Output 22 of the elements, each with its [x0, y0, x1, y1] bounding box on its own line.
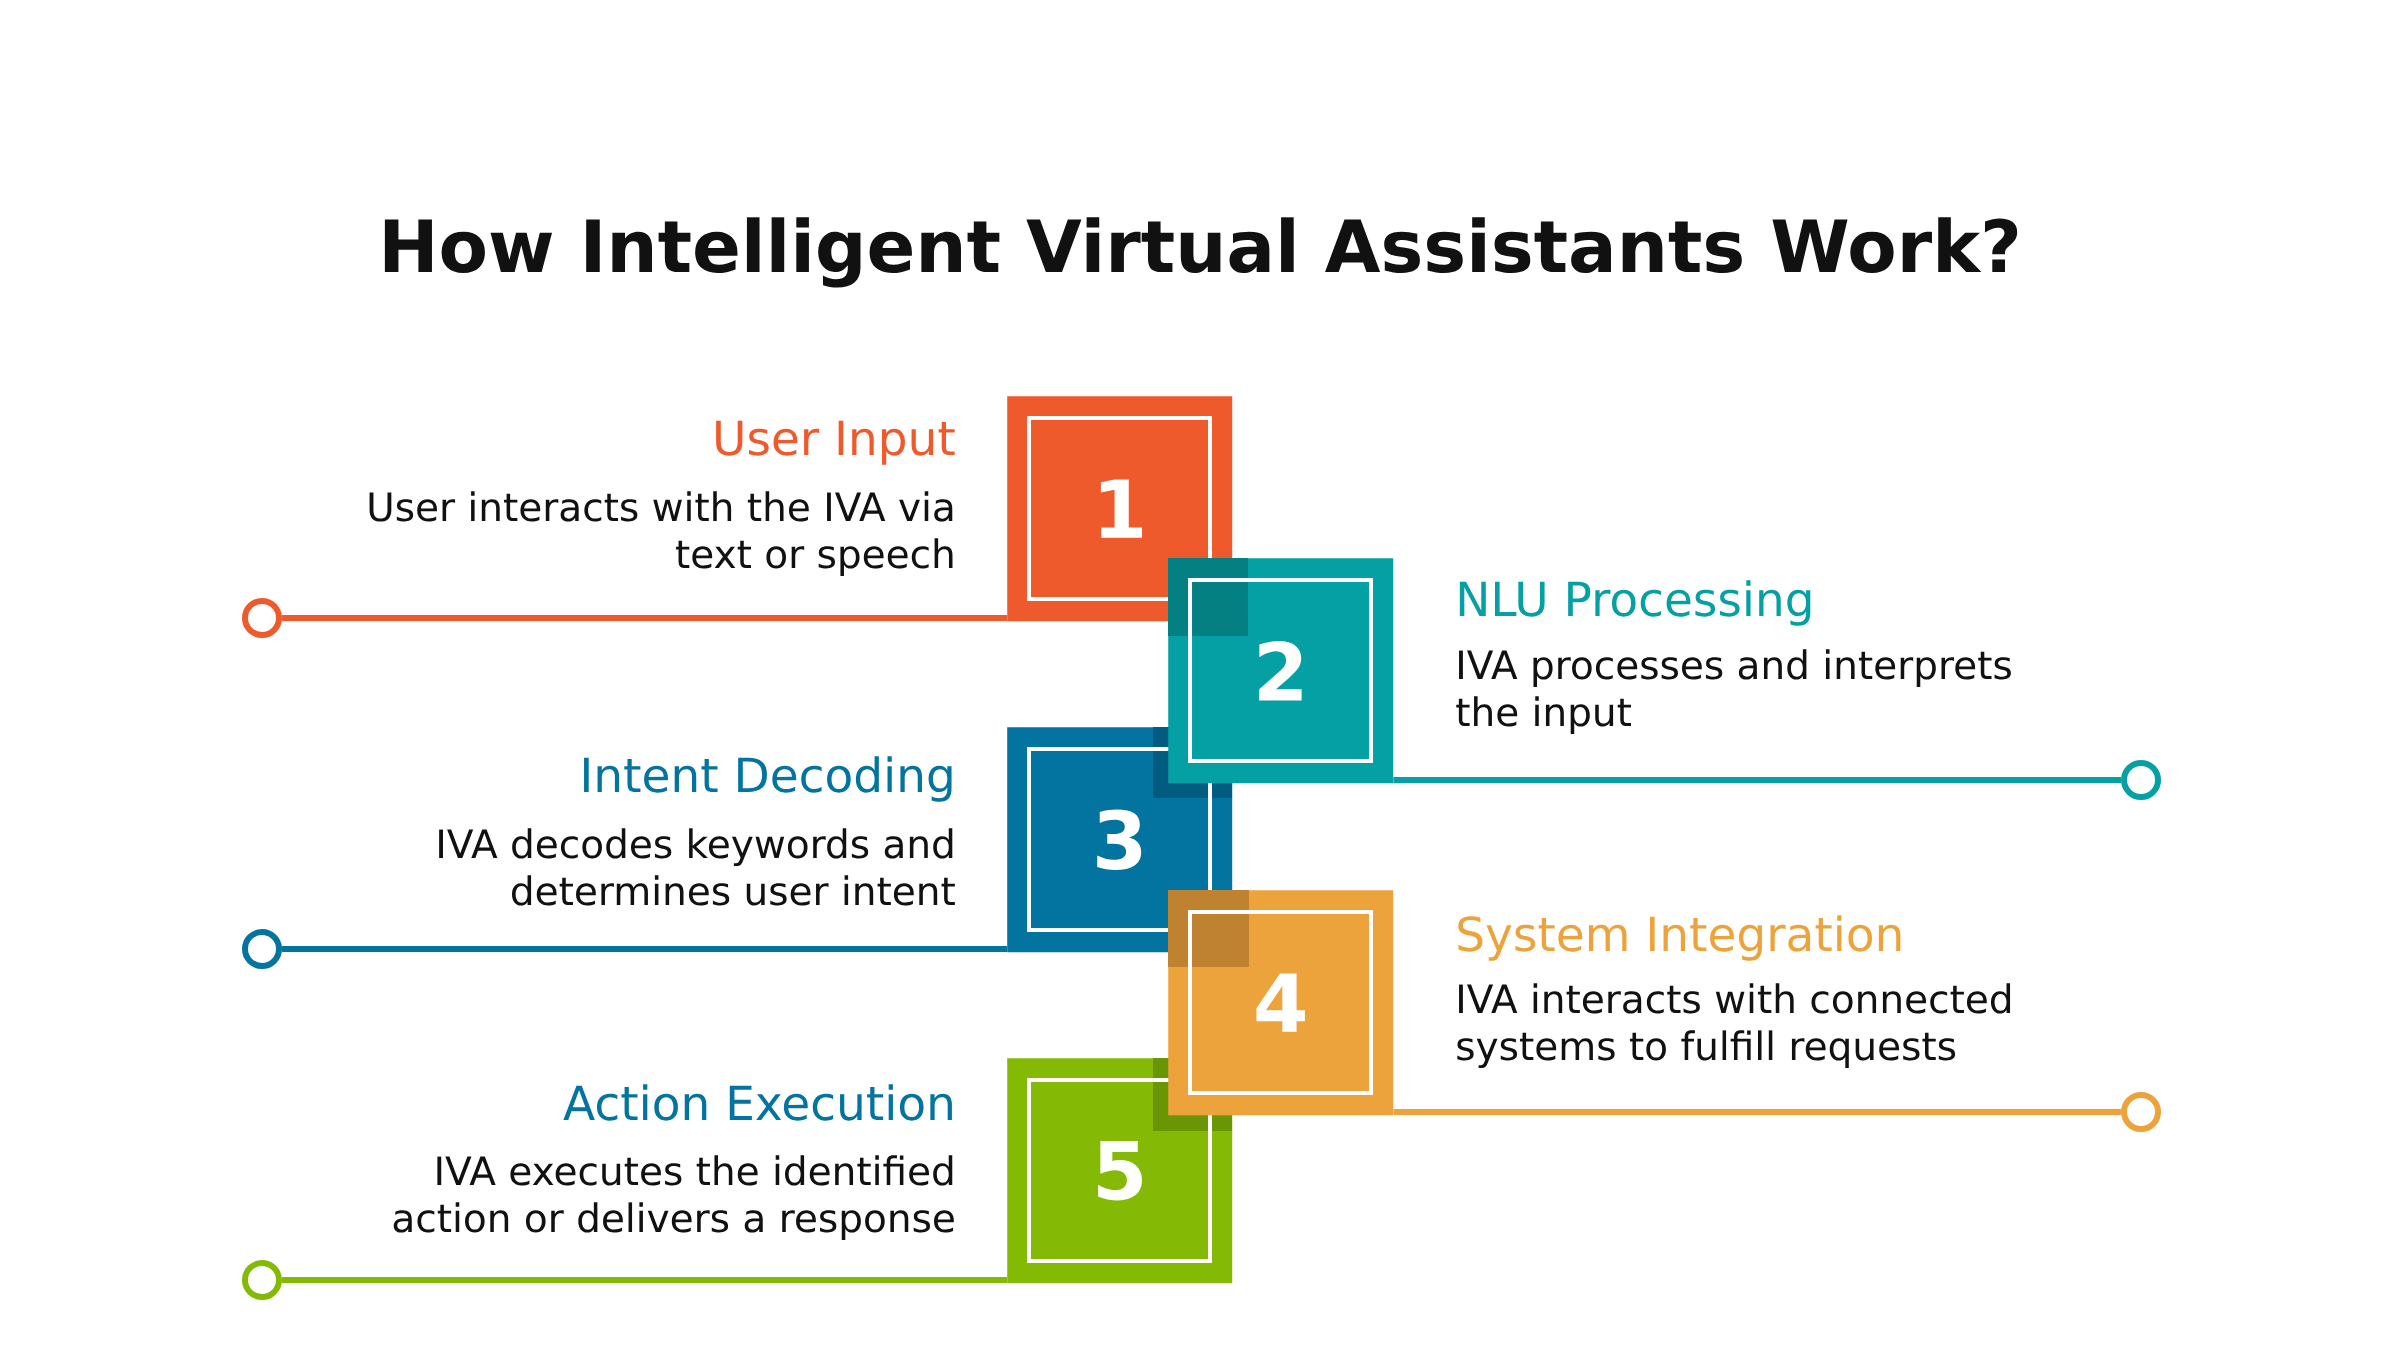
end-circle [242, 598, 282, 638]
end-circle [2121, 760, 2162, 800]
step-heading: System Integration [1458, 915, 1901, 961]
number-box: 2 [1168, 558, 1394, 784]
step-heading: User Input [716, 420, 955, 465]
end-circle [242, 929, 282, 969]
number-box: 5 [1007, 1058, 1233, 1284]
number-box: 4 [1168, 890, 1394, 1116]
step-description: User interacts with the IVA via text or speech [369, 491, 953, 577]
step-description: IVA executes the identified action or delivers a response [393, 1155, 954, 1241]
step-heading: Intent Decoding [584, 756, 952, 802]
connector-line [1393, 777, 2122, 783]
end-circle [242, 1260, 282, 1300]
connector-line [1393, 1109, 2122, 1115]
step-description: IVA decodes keywords and determines user intent [439, 828, 955, 906]
step-description: IVA interacts with connected systems to fulfill requests [1457, 983, 2011, 1069]
number-box: 1 [1007, 396, 1233, 622]
end-circle [2121, 1092, 2162, 1132]
step-description: IVA processes and interprets the input [1456, 649, 2011, 735]
step-heading: Action Execution [563, 1084, 952, 1121]
step-heading: NLU Processing [1459, 580, 1811, 626]
title: How Intelligent Virtual Assistants Work? [384, 217, 2018, 288]
